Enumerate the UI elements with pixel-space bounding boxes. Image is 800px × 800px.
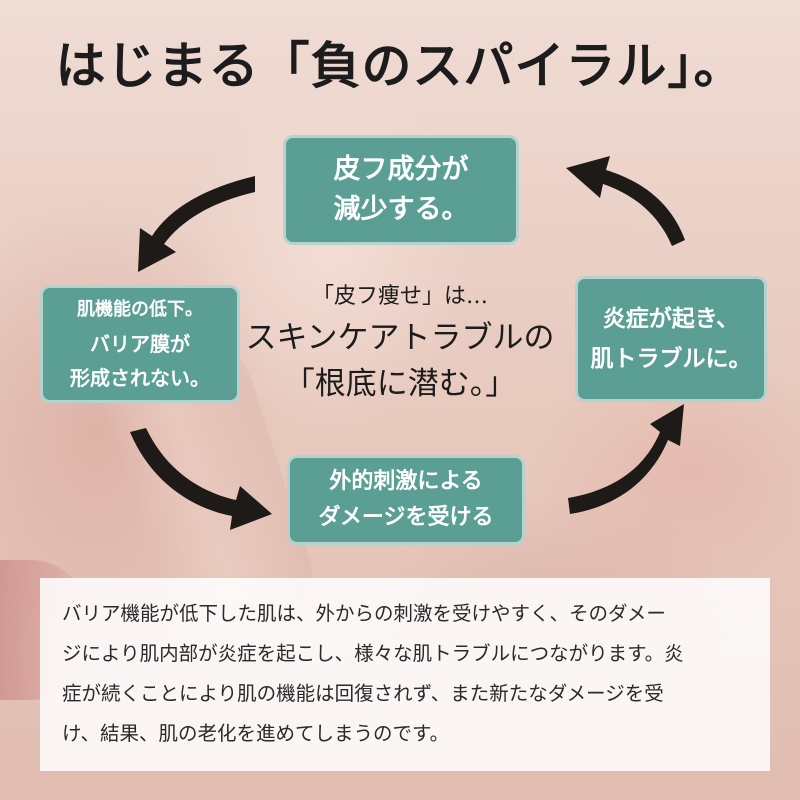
cycle-box-line: バリア膜が — [90, 332, 190, 356]
description-line: ジにより肌内部が炎症を起こし、様々な肌トラブルにつながります。炎 — [62, 642, 684, 665]
center-caption-line-1: 「皮フ痩せ」は… — [311, 284, 488, 309]
cycle-box-line: 肌機能の低下。 — [77, 299, 203, 320]
cycle-box-line: 外的刺激による — [329, 469, 483, 494]
description-panel: バリア機能が低下した肌は、外からの刺激を受けやすく、そのダメー ジにより肌内部が… — [40, 578, 770, 771]
description-line: け、結果、肌の老化を進めてしまうのです。 — [62, 722, 450, 745]
cycle-box-external-damage: 外的刺激による ダメージを受ける — [287, 455, 525, 545]
cycle-box-line: ダメージを受ける — [318, 505, 494, 530]
arrow-top-left-icon — [138, 176, 255, 272]
center-caption-line-3: 「根底に潜む。」 — [283, 366, 517, 402]
page-title: はじまる「負のスパイラル」。 — [55, 36, 745, 95]
arrow-top-right-icon — [566, 156, 685, 246]
cycle-box-line: 形成されない。 — [70, 366, 210, 390]
arrow-bottom-right-icon — [568, 404, 684, 514]
cycle-box-line: 炎症が起き、 — [602, 306, 740, 332]
cycle-box-inflammation: 炎症が起き、 肌トラブルに。 — [575, 276, 767, 402]
description-line: バリア機能が低下した肌は、外からの刺激を受けやすく、そのダメー — [62, 602, 666, 625]
cycle-box-line: 皮フ成分が — [333, 154, 469, 185]
description-line: 症が続くことにより肌の機能は回復されず、また新たなダメージを受 — [62, 682, 664, 705]
cycle-box-line: 減少する。 — [333, 194, 469, 225]
cycle-box-barrier-loss: 肌機能の低下。 バリア膜が 形成されない。 — [40, 285, 240, 403]
arrow-bottom-left-icon — [130, 428, 272, 530]
cycle-box-line: 肌トラブルに。 — [590, 346, 752, 372]
cycle-box-skin-reduction: 皮フ成分が 減少する。 — [283, 135, 519, 245]
center-caption: 「皮フ痩せ」は… スキンケアトラブルの 「根底に潜む。」 — [230, 280, 570, 406]
center-caption-line-2: スキンケアトラブルの — [245, 320, 555, 356]
